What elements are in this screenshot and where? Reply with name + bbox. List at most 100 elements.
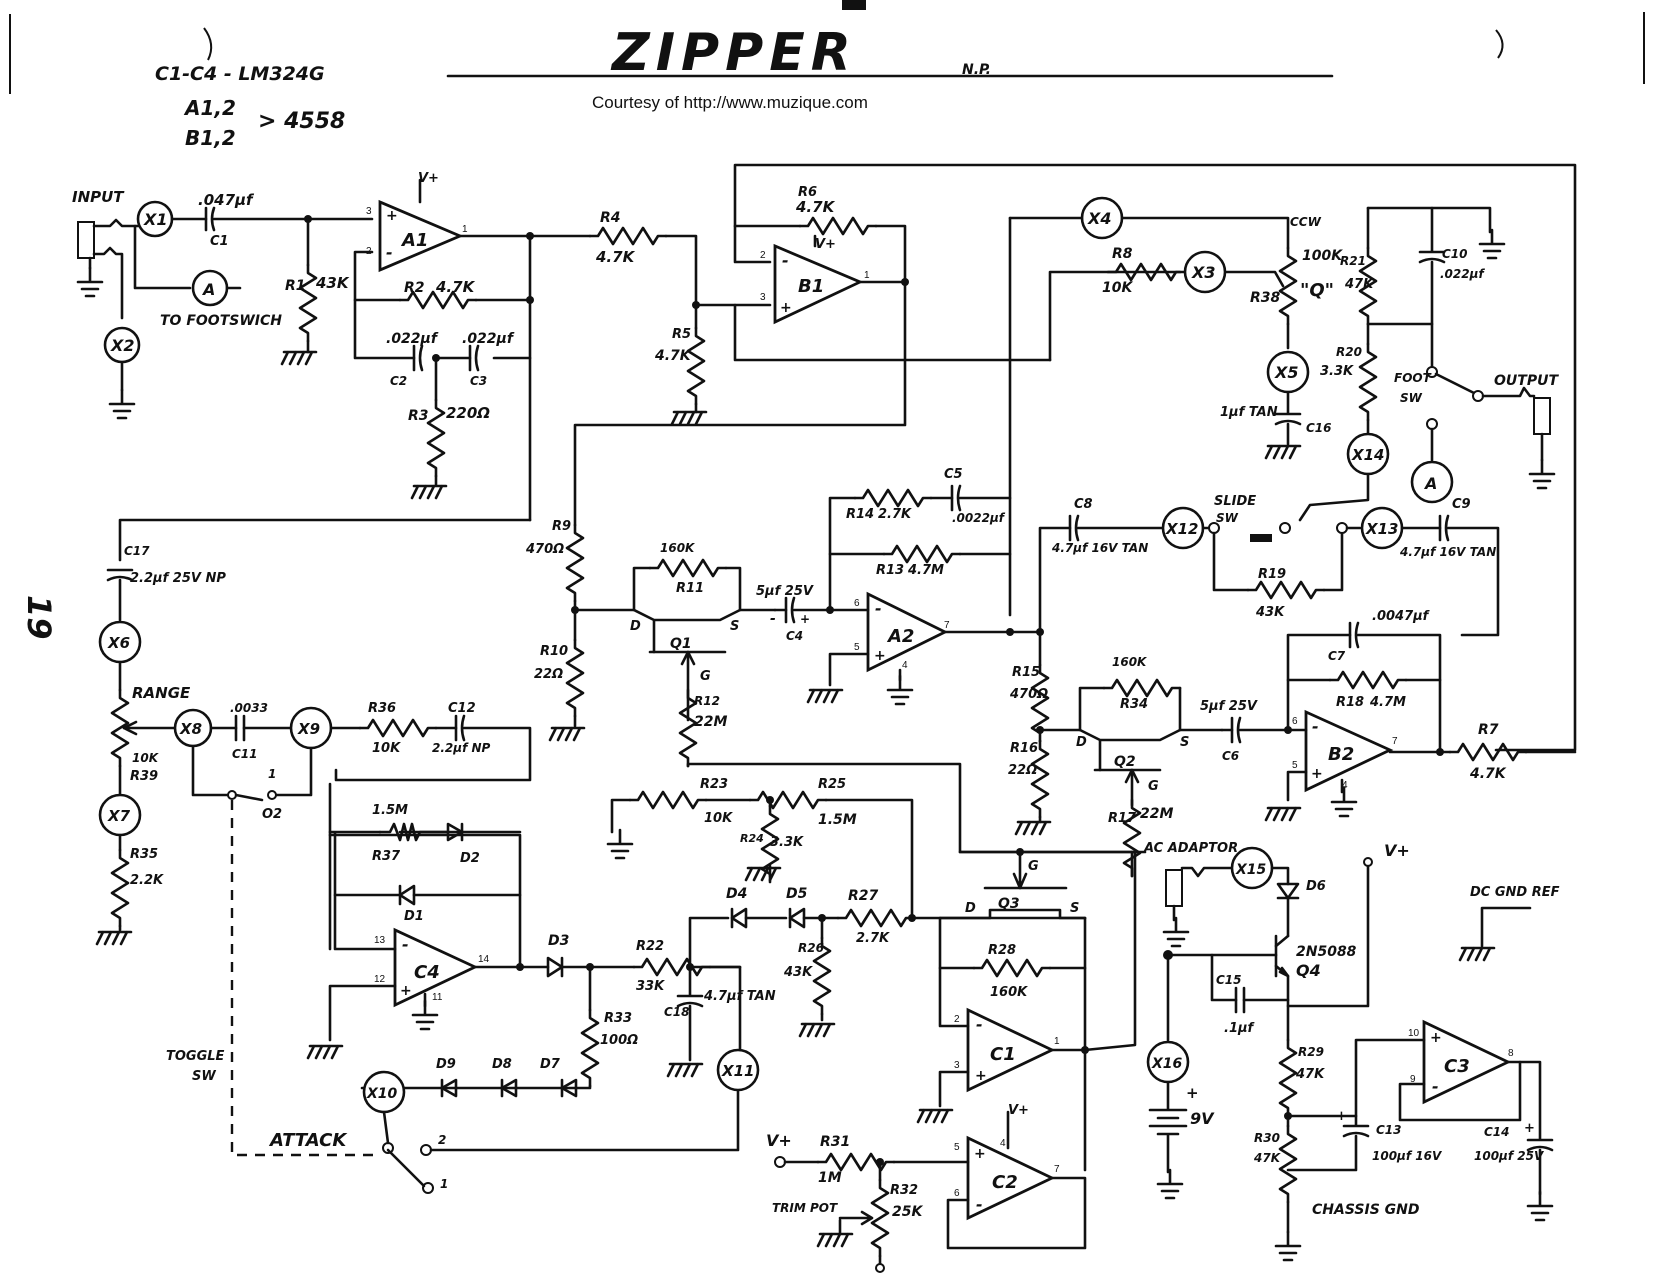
svg-text:6: 6 xyxy=(1292,716,1298,727)
svg-text:C2: C2 xyxy=(992,1172,1018,1193)
svg-text:5: 5 xyxy=(1292,760,1298,771)
svg-text:+: + xyxy=(1186,1084,1199,1102)
svg-text:100K: 100K xyxy=(1302,248,1343,264)
svg-text:R3: R3 xyxy=(408,408,429,424)
svg-text:R17: R17 xyxy=(1108,811,1137,826)
svg-text:10K: 10K xyxy=(704,811,733,826)
svg-text:D3: D3 xyxy=(548,933,569,949)
page-number: 19 xyxy=(20,595,58,640)
svg-text:470Ω: 470Ω xyxy=(525,542,564,557)
svg-text:22M: 22M xyxy=(694,714,727,730)
svg-text:B1: B1 xyxy=(798,276,824,297)
svg-text:C12: C12 xyxy=(448,701,476,716)
to-footswitch-label: TO FOOTSWICH xyxy=(160,313,282,329)
svg-text:V+: V+ xyxy=(766,1131,792,1150)
svg-text:4.7K: 4.7K xyxy=(435,278,476,296)
svg-text:-: - xyxy=(402,935,409,954)
svg-text:1: 1 xyxy=(864,270,870,281)
svg-text:-: - xyxy=(976,1195,983,1214)
svg-text:C6: C6 xyxy=(1222,749,1239,763)
svg-text:+: + xyxy=(400,983,412,999)
input-stage: INPUT X1 X2 A TO FOOTSWICH .047µf C1 R1 … xyxy=(72,171,534,522)
note-part: > 4558 xyxy=(258,109,345,134)
svg-text:2: 2 xyxy=(438,1133,446,1147)
svg-text:S: S xyxy=(1180,735,1189,750)
svg-text:10K: 10K xyxy=(132,751,160,765)
svg-text:1: 1 xyxy=(1054,1036,1060,1047)
svg-text:C1: C1 xyxy=(990,1044,1016,1065)
svg-text:R13: R13 xyxy=(876,563,904,578)
svg-text:220Ω: 220Ω xyxy=(446,404,490,422)
svg-text:D1: D1 xyxy=(404,909,424,924)
svg-text:R29: R29 xyxy=(1298,1045,1324,1059)
svg-text:+: + xyxy=(1311,766,1323,782)
svg-text:R5: R5 xyxy=(672,327,691,342)
svg-text:V+: V+ xyxy=(418,171,439,186)
svg-text:D5: D5 xyxy=(786,886,808,902)
svg-text:10K: 10K xyxy=(1102,280,1133,296)
svg-text:7: 7 xyxy=(944,620,950,631)
svg-text:C18: C18 xyxy=(664,1005,690,1019)
svg-text:Q3: Q3 xyxy=(998,896,1020,912)
svg-text:13: 13 xyxy=(374,935,386,946)
svg-text:47K: 47K xyxy=(1344,277,1374,292)
svg-text:X15: X15 xyxy=(1235,862,1267,878)
svg-text:1.5M: 1.5M xyxy=(372,803,408,818)
svg-text:470Ω: 470Ω xyxy=(1009,687,1048,702)
svg-text:C3: C3 xyxy=(470,374,487,388)
svg-text:+: + xyxy=(780,300,792,316)
svg-text:C14: C14 xyxy=(1484,1125,1510,1139)
svg-text:S: S xyxy=(730,619,739,634)
svg-text:4.7K: 4.7K xyxy=(1469,766,1507,782)
svg-text:R12: R12 xyxy=(694,694,720,708)
svg-text:R10: R10 xyxy=(540,644,568,659)
svg-text:1: 1 xyxy=(268,767,276,781)
svg-text:X10: X10 xyxy=(366,1086,398,1102)
svg-text:C9: C9 xyxy=(1452,497,1471,512)
svg-text:X16: X16 xyxy=(1151,1056,1183,1072)
svg-text:X3: X3 xyxy=(1191,263,1215,282)
svg-text:-: - xyxy=(1432,1077,1439,1096)
svg-text:R16: R16 xyxy=(1010,741,1038,756)
svg-text:X13: X13 xyxy=(1365,520,1398,538)
svg-text:7: 7 xyxy=(1392,736,1398,747)
svg-text:A2: A2 xyxy=(886,626,914,647)
svg-text:O2: O2 xyxy=(262,807,282,822)
svg-text:9V: 9V xyxy=(1190,1109,1215,1128)
title-initials: N.P. xyxy=(962,62,991,78)
svg-text:10: 10 xyxy=(1408,1028,1420,1039)
svg-text:X5: X5 xyxy=(1274,363,1298,382)
svg-text:R4: R4 xyxy=(600,210,621,226)
svg-text:D2: D2 xyxy=(460,851,480,866)
svg-text:CCW: CCW xyxy=(1290,215,1322,229)
svg-text:V+: V+ xyxy=(815,237,836,252)
svg-text:.0033: .0033 xyxy=(230,701,268,715)
svg-text:4: 4 xyxy=(1342,780,1348,791)
svg-text:.0022µf: .0022µf xyxy=(952,511,1006,525)
svg-text:SLIDE: SLIDE xyxy=(1214,494,1256,509)
svg-text:AC ADAPTOR: AC ADAPTOR xyxy=(1143,841,1238,856)
svg-text:+: + xyxy=(800,612,810,626)
svg-text:10K: 10K xyxy=(372,741,401,756)
svg-text:.1µf: .1µf xyxy=(1224,1021,1256,1036)
svg-text:+: + xyxy=(975,1068,987,1084)
svg-text:Q1: Q1 xyxy=(670,636,692,652)
svg-text:2.2µf 25V NP: 2.2µf 25V NP xyxy=(130,571,226,586)
svg-text:1: 1 xyxy=(440,1177,448,1191)
svg-text:R23: R23 xyxy=(700,777,728,792)
svg-text:3.3K: 3.3K xyxy=(1320,364,1354,379)
svg-text:B2: B2 xyxy=(1328,744,1354,765)
svg-text:4.7µf 16V TAN: 4.7µf 16V TAN xyxy=(1051,541,1148,555)
svg-text:1M: 1M xyxy=(818,1170,842,1186)
svg-text:D8: D8 xyxy=(492,1057,512,1072)
svg-text:R11: R11 xyxy=(676,581,704,596)
svg-text:2.2K: 2.2K xyxy=(130,873,164,888)
svg-text:DC GND REF: DC GND REF xyxy=(1470,885,1560,900)
svg-text:SW: SW xyxy=(1400,391,1423,405)
